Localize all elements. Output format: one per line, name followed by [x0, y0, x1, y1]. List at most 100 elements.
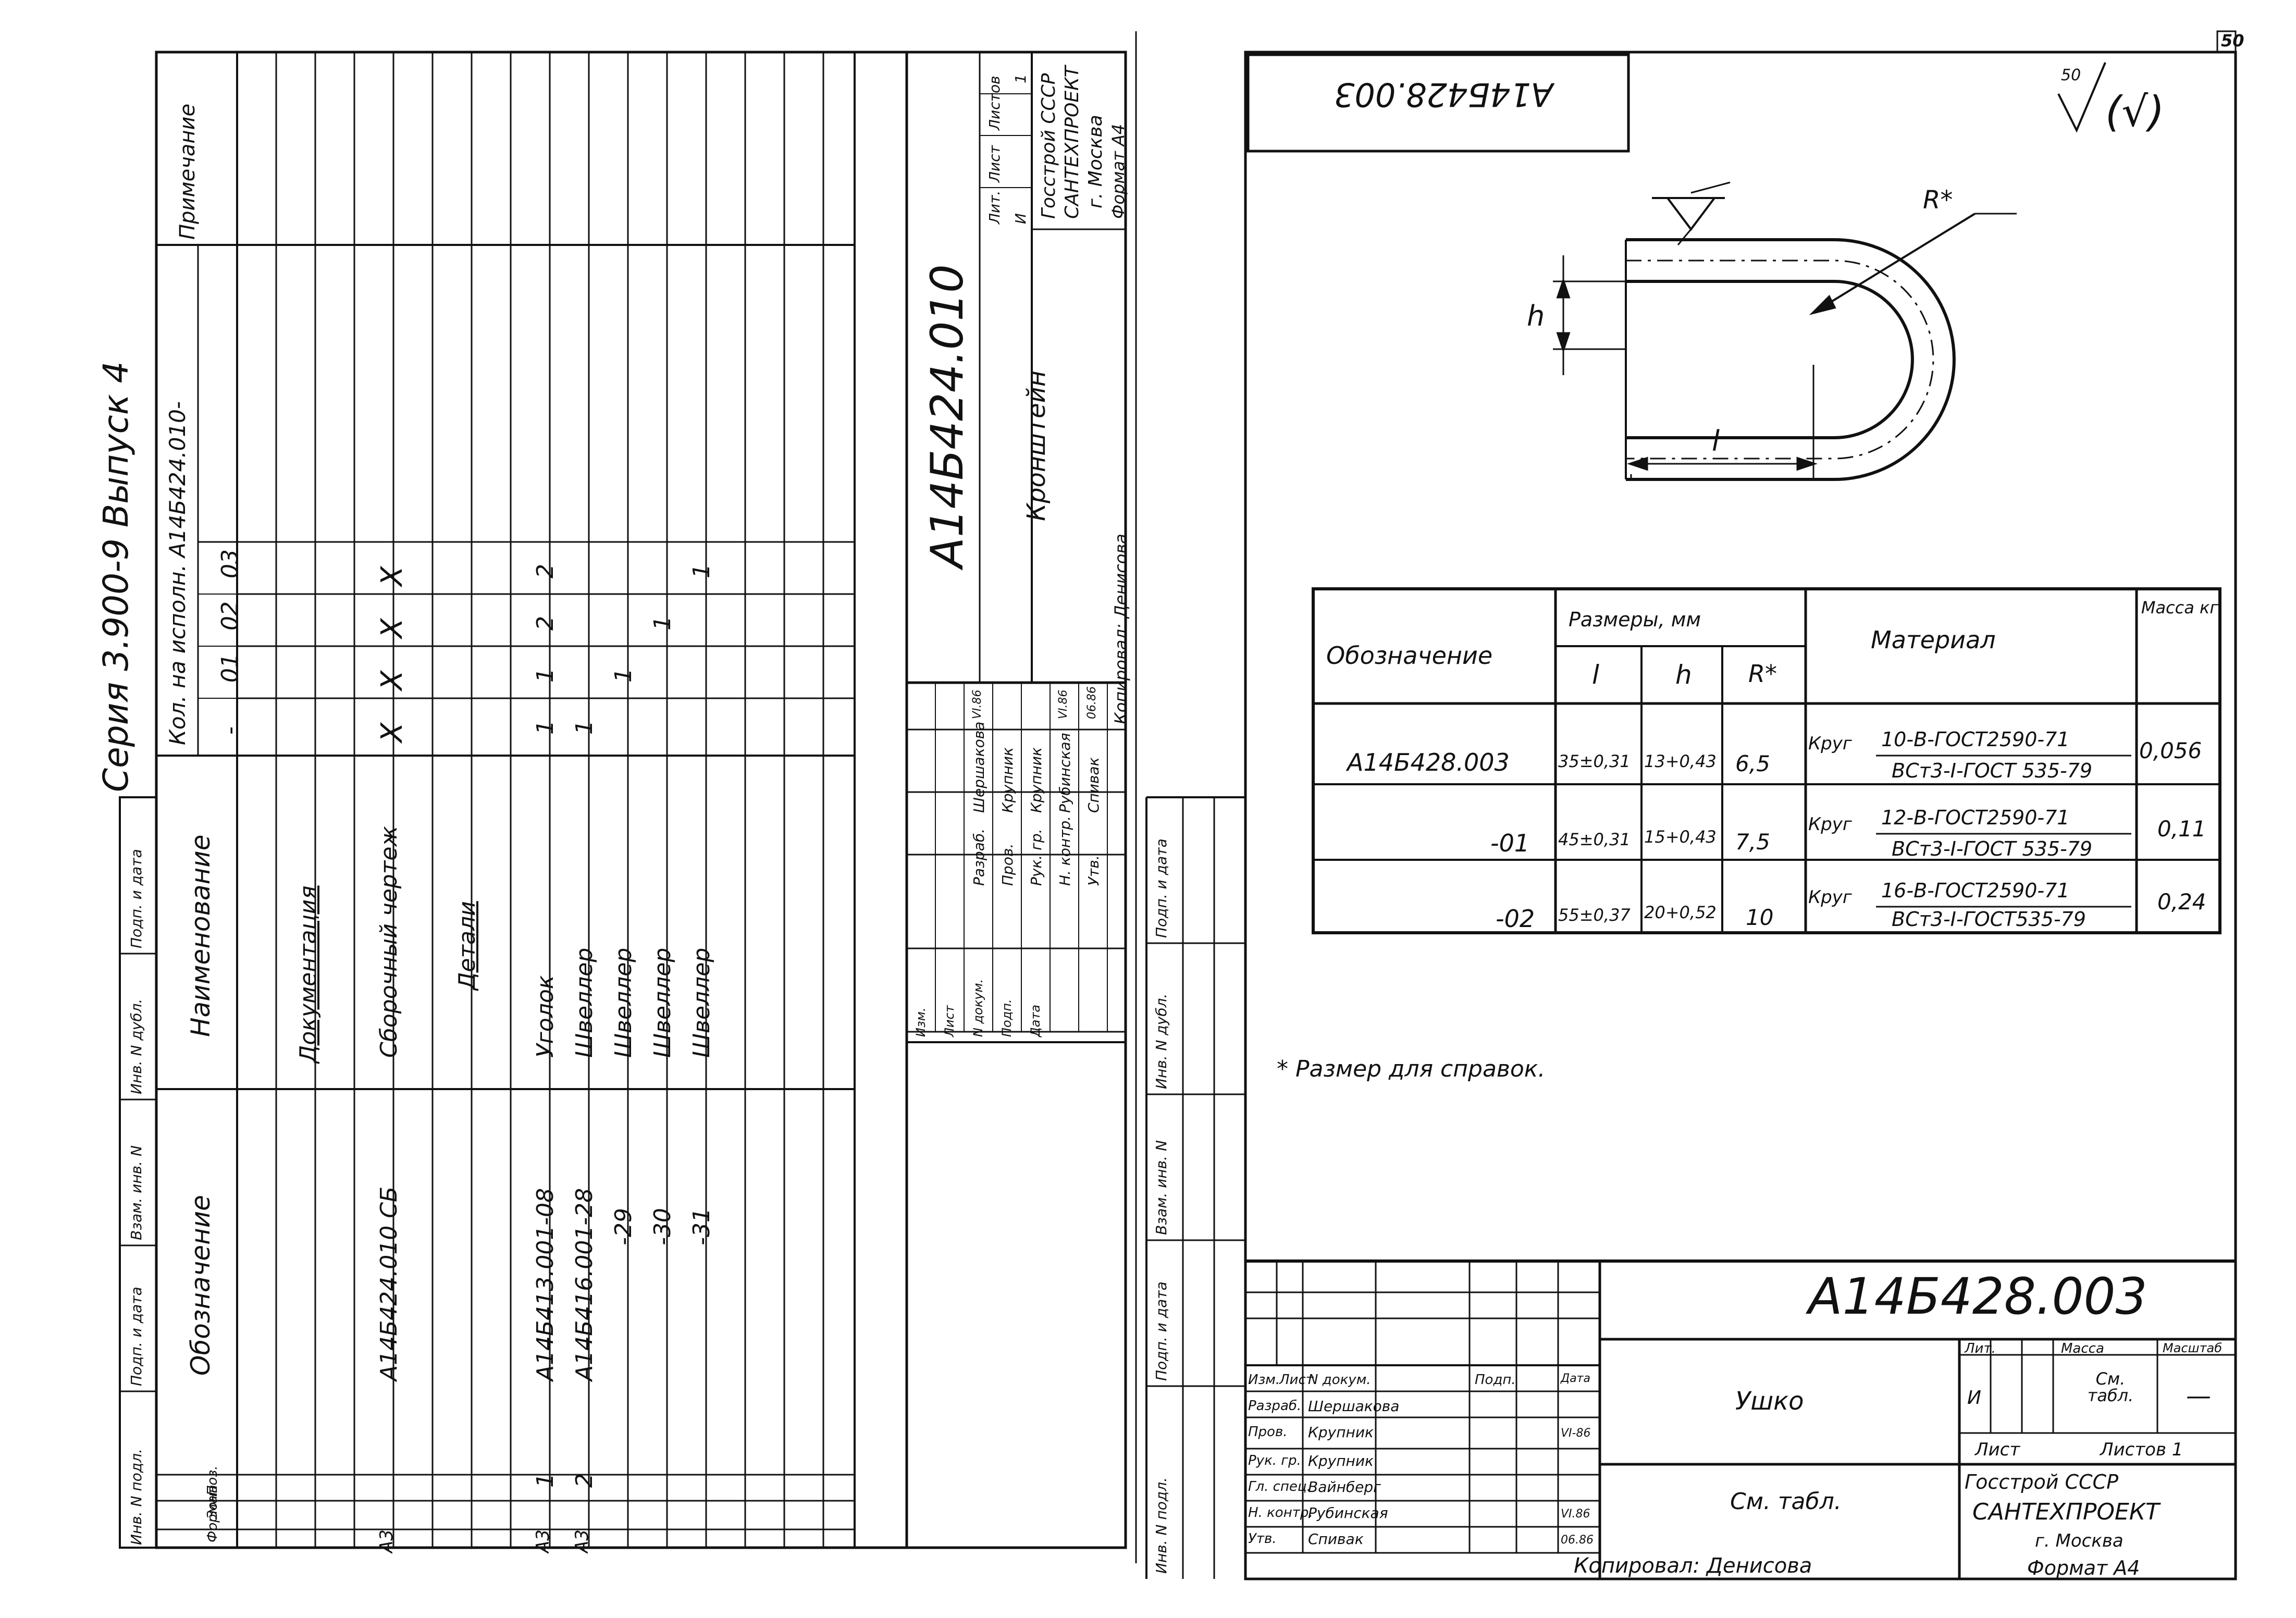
- left-drawing-number: А14Б424.010: [921, 264, 973, 568]
- col-l: l: [1592, 660, 1599, 690]
- row-mat-prefix: Круг: [1808, 733, 1852, 754]
- row-name: Швеллер: [571, 947, 598, 1058]
- row-qty: 1: [610, 668, 637, 683]
- row-qty: 1: [532, 668, 559, 683]
- row-mat-bottom: ВСт3-I-ГОСТ535-79: [1892, 908, 2086, 931]
- right-margin-label: Подп. и дата: [1153, 1281, 1170, 1381]
- row-format: А3: [533, 1529, 553, 1553]
- stamp-role: Пров.: [999, 843, 1016, 886]
- col-r: R*: [1748, 660, 1777, 688]
- row-mass: 0,11: [2157, 816, 2206, 842]
- right-margin-label: Инв. N дубл.: [1153, 993, 1170, 1089]
- row-h: 15+0,43: [1644, 827, 1717, 847]
- col-designation: Обозначение: [1326, 641, 1493, 670]
- row-l: 55±0,37: [1558, 905, 1631, 925]
- stamp-role: Рук. гр.: [1028, 829, 1045, 886]
- tb-org-3: г. Москва: [2035, 1530, 2124, 1551]
- tb-date: 06.86: [1561, 1534, 1594, 1547]
- stamp-name: Крупник: [1028, 747, 1045, 813]
- variant-03: 03: [217, 549, 243, 578]
- stamp-lit-header: Лит.: [986, 190, 1003, 224]
- row-name-documentation: Документация: [295, 885, 322, 1063]
- row-qty-x: X: [375, 722, 409, 743]
- row-h: 20+0,52: [1644, 903, 1717, 922]
- row-designation: А14Б416.001-28: [571, 1188, 598, 1381]
- title-part-name: Ушко: [1735, 1387, 1804, 1416]
- stamp-col-date: Дата: [1028, 1004, 1043, 1037]
- stamp-role: Утв.: [1085, 855, 1102, 886]
- stamp-col-list: Лист: [942, 1005, 957, 1037]
- row-designation: -02: [1496, 905, 1535, 933]
- row-l: 45±0,31: [1558, 830, 1631, 849]
- right-copied-by: Копировал: Денисова: [1574, 1554, 1812, 1578]
- row-designation: А14Б424.010 СБ: [376, 1186, 402, 1381]
- variant-0: -: [217, 726, 243, 735]
- tb-date: VI.86: [1561, 1508, 1590, 1521]
- reference-note: * Размер для справок.: [1277, 1056, 1546, 1082]
- right-format: Формат А4: [2027, 1557, 2140, 1579]
- right-margin-label: Инв. N подл.: [1153, 1477, 1170, 1574]
- stamp-sheets: 1: [1012, 74, 1029, 83]
- tb-role: Рук. гр.: [1248, 1453, 1301, 1468]
- tb-sheet: Лист: [1975, 1439, 2020, 1460]
- left-format: Формат А4: [1108, 123, 1128, 219]
- row-r: 7,5: [1735, 829, 1770, 855]
- dim-length: l: [1712, 425, 1720, 458]
- row-mat-prefix: Круг: [1808, 887, 1852, 908]
- stamp-col-doc: N докум.: [971, 979, 985, 1037]
- org-line-3: г. Москва: [1085, 115, 1106, 208]
- row-designation: А14Б413.001-08: [532, 1188, 559, 1381]
- row-qty: 2: [532, 616, 559, 631]
- row-designation: -01: [1490, 829, 1530, 857]
- tb-name: Вайнберг: [1308, 1478, 1381, 1496]
- tb-role: Утв.: [1248, 1531, 1277, 1547]
- stamp-name: Спивак: [1085, 757, 1102, 813]
- row-name: Швеллер: [688, 947, 715, 1058]
- tb-role: Гл. спец.: [1248, 1479, 1311, 1495]
- left-drawing-name: Кронштейн: [1022, 370, 1051, 521]
- roughness-value: 50: [2061, 66, 2081, 84]
- margin-label-inv-orig: Инв. N подл.: [128, 1449, 145, 1545]
- row-qty-x: X: [375, 618, 409, 638]
- row-mat-bottom: ВСт3-I-ГОСТ 535-79: [1892, 759, 2093, 782]
- roughness-tail: (√): [2105, 88, 2165, 136]
- tb-scale-header: Масштаб: [2163, 1341, 2223, 1355]
- margin-label-replace: Взам. инв. N: [128, 1145, 145, 1240]
- margin-label-inv-dup: Инв. N дубл.: [128, 998, 145, 1094]
- tb-lit-header: Лит.: [1965, 1341, 1996, 1356]
- page-number: 50: [2221, 31, 2244, 51]
- margin-label-sign-date-2: Подп. и дата: [128, 849, 145, 948]
- tb-mass: См. табл.: [2087, 1369, 2134, 1405]
- row-h: 13+0,43: [1644, 751, 1717, 771]
- tb-name: Крупник: [1308, 1452, 1374, 1469]
- stamp-date: 06.86: [1085, 686, 1098, 719]
- row-designation: -31: [688, 1208, 715, 1245]
- row-designation: -30: [649, 1208, 676, 1245]
- title-drawing-number: А14Б428.003: [1808, 1267, 2147, 1326]
- series-title: Серия 3.900-9 Выпуск 4: [96, 361, 136, 792]
- row-pos: 2: [571, 1473, 598, 1488]
- stamp-role: Н. контр.: [1056, 816, 1073, 886]
- stamp-name: Крупник: [999, 747, 1016, 813]
- row-format: А3: [376, 1529, 397, 1553]
- tb-lit: И: [1967, 1387, 1981, 1409]
- tb-role: Пров.: [1248, 1424, 1288, 1440]
- col-h: h: [1675, 660, 1692, 690]
- header-designation: Обозначение: [186, 1195, 216, 1376]
- header-position: Поз.: [205, 1465, 220, 1496]
- row-qty: 2: [532, 564, 559, 578]
- tb-col-date: Дата: [1561, 1372, 1590, 1385]
- stamp-sheets-header: Листов: [986, 76, 1003, 130]
- row-mat-top: 12-В-ГОСТ2590-71: [1881, 806, 2070, 829]
- row-mass: 0,24: [2157, 889, 2206, 915]
- right-frame: [1244, 51, 2237, 1580]
- tb-col-doc: N докум.: [1308, 1372, 1371, 1388]
- tb-col-list: Лист: [1279, 1372, 1314, 1388]
- right-margin-label: Взам. инв. N: [1153, 1140, 1170, 1235]
- tb-name: Спивак: [1308, 1530, 1364, 1548]
- row-pos: 1: [532, 1473, 559, 1488]
- variant-02: 02: [217, 601, 243, 631]
- stamp-role: Разраб.: [970, 828, 987, 886]
- row-name: Уголок: [532, 975, 559, 1058]
